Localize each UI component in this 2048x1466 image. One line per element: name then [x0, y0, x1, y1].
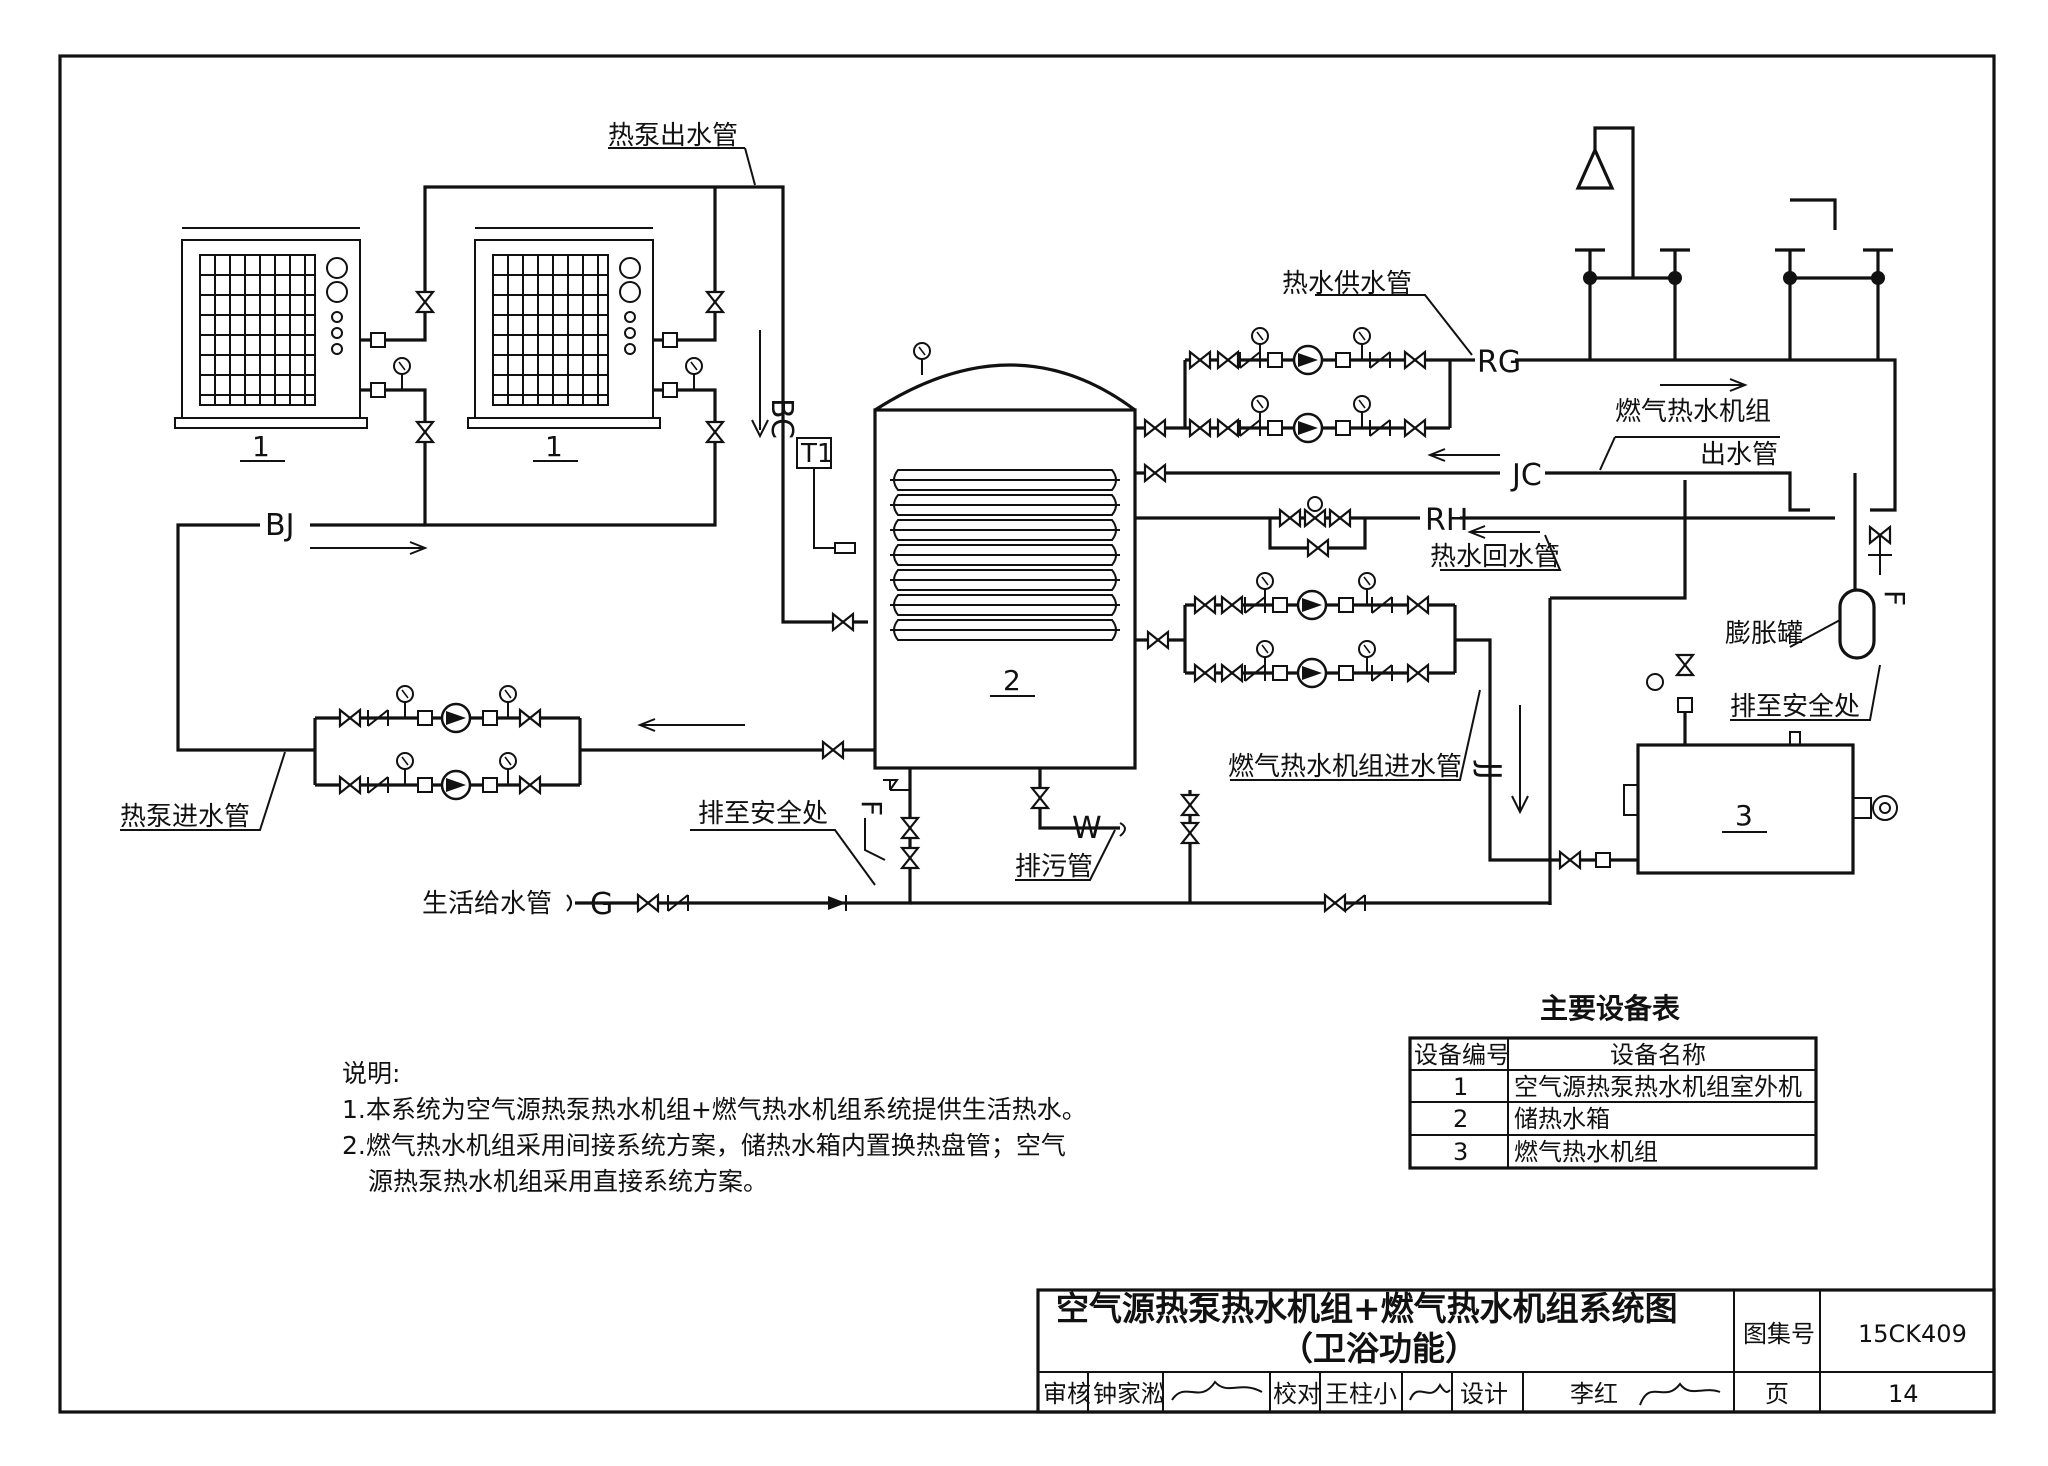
title-line-1: 空气源热泵热水机组+燃气热水机组系统图 — [1056, 1289, 1678, 1328]
notes-line-2: 2.燃气热水机组采用间接系统方案，储热水箱内置换热盘管；空气 — [342, 1131, 1066, 1160]
label-expansion-tank: 膨胀罐 — [1725, 619, 1803, 649]
code-bc: BC — [764, 398, 799, 439]
code-f1: F — [855, 800, 888, 816]
equipment-number-3: 3 — [1735, 799, 1753, 832]
hp-pump-group — [313, 685, 582, 801]
label-to-safe-1: 排至安全处 — [698, 799, 828, 829]
label-gas-outlet-1: 燃气热水机组 — [1615, 397, 1771, 427]
shower-fixture — [1575, 126, 1690, 360]
code-g: G — [590, 887, 613, 922]
page-number: 14 — [1888, 1380, 1919, 1408]
label-hp-outlet-pipe: 热泵出水管 — [608, 121, 738, 151]
code-rh: RH — [1425, 503, 1468, 538]
notes-line-3: 源热泵热水机组采用直接系统方案。 — [368, 1167, 768, 1196]
label-hp-inlet-pipe: 热泵进水管 — [120, 802, 250, 832]
table-cell-no-2: 2 — [1453, 1105, 1468, 1133]
table-cell-name-2: 储热水箱 — [1514, 1105, 1610, 1133]
atlas-number: 15CK409 — [1858, 1320, 1967, 1348]
code-f2: F — [1878, 590, 1911, 606]
label-gas-outlet-2: 出水管 — [1700, 440, 1778, 470]
heat-pump-unit-b — [467, 227, 661, 429]
title-line-2: （卫浴功能） — [1280, 1329, 1478, 1368]
check-label: 校对 — [1273, 1380, 1321, 1408]
label-gas-inlet-pipe: 燃气热水机组进水管 — [1228, 752, 1462, 782]
equipment-table: 主要设备表 设备编号 设备名称 1 空气源热泵热水机组室外机 2 储热水箱 3 … — [1408, 992, 1818, 1170]
checker-signature — [1409, 1382, 1451, 1401]
heat-pump-unit-a — [174, 227, 368, 429]
table-cell-no-1: 1 — [1453, 1073, 1468, 1101]
review-label: 审核 — [1043, 1380, 1091, 1408]
checker-name: 王柱小 — [1325, 1380, 1397, 1408]
code-bj: BJ — [265, 508, 294, 543]
code-jc: JC — [1510, 458, 1542, 493]
table-header-no: 设备编号 — [1414, 1041, 1510, 1069]
reviewer-name: 钟家淞 — [1093, 1380, 1165, 1408]
page-label: 页 — [1765, 1380, 1789, 1408]
storage-tank — [873, 363, 1137, 770]
table-cell-no-3: 3 — [1453, 1138, 1468, 1166]
gas-boiler — [1623, 731, 1898, 875]
boiler-pump-group — [1183, 572, 1457, 689]
label-domestic-supply: 生活给水管 — [422, 889, 552, 919]
notes-line-1: 1.本系统为空气源热泵热水机组+燃气热水机组系统提供生活热水。 — [342, 1095, 1087, 1124]
hw-return-valve-group — [1268, 496, 1367, 558]
table-header-name: 设备名称 — [1610, 1041, 1706, 1069]
designer-signature — [1639, 1382, 1721, 1406]
hp-inlet-pipe — [176, 523, 315, 752]
drawing-frame — [58, 54, 1996, 1414]
table-cell-name-3: 燃气热水机组 — [1514, 1138, 1658, 1166]
hw-supply-pump-group — [1183, 327, 1452, 444]
notes-heading: 说明: — [342, 1059, 400, 1088]
sensor-code: T1 — [800, 439, 833, 469]
label-to-safe-2: 排至安全处 — [1730, 692, 1860, 722]
design-label: 设计 — [1460, 1380, 1508, 1408]
notes-block: 说明: 1.本系统为空气源热泵热水机组+燃气热水机组系统提供生活热水。 2.燃气… — [342, 1059, 1087, 1196]
designer-name: 李红 — [1570, 1380, 1618, 1408]
code-rg: RG — [1477, 345, 1521, 380]
label-hw-supply-pipe: 热水供水管 — [1282, 269, 1412, 299]
code-w: W — [1072, 811, 1102, 846]
equipment-number-1b: 1 — [545, 430, 563, 463]
table-cell-name-1: 空气源热泵热水机组室外机 — [1514, 1073, 1802, 1101]
faucet-fixture — [1775, 198, 1893, 360]
equipment-number-1a: 1 — [252, 430, 270, 463]
reviewer-signature — [1171, 1380, 1263, 1401]
equipment-table-title: 主要设备表 — [1540, 992, 1680, 1025]
code-jj: JJ — [1472, 760, 1507, 780]
gas-inlet-pipe — [1455, 638, 1580, 862]
expansion-tank — [1838, 473, 1876, 660]
hw-supply-pipe — [1515, 358, 1897, 512]
label-drain-pipe: 排污管 — [1015, 852, 1093, 882]
label-hw-return-pipe: 热水回水管 — [1430, 542, 1560, 572]
gas-outlet-pipe — [1550, 480, 1687, 600]
title-block: 空气源热泵热水机组+燃气热水机组系统图 （卫浴功能） 图集号 15CK409 审… — [1036, 1288, 1996, 1414]
hp-outlet-pipe — [360, 185, 868, 624]
equipment-number-2: 2 — [1003, 664, 1021, 697]
atlas-label: 图集号 — [1743, 1320, 1815, 1348]
